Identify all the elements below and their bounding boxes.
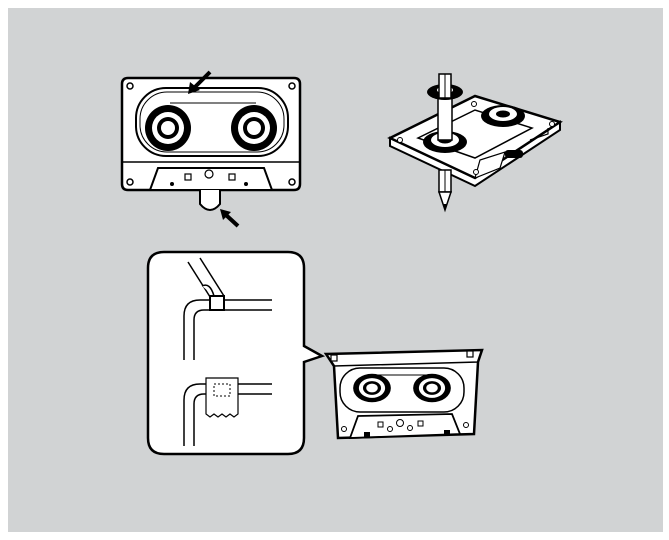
arrow-icon (220, 209, 238, 226)
cassette-icon (122, 78, 300, 210)
cassette-front-view (122, 72, 300, 226)
cassette-icon (390, 84, 560, 186)
tab-detail-callout (148, 252, 322, 454)
cassette-back-view (326, 350, 482, 438)
cassette-icon (326, 350, 482, 438)
cassette-pencil-rewind (390, 74, 560, 210)
